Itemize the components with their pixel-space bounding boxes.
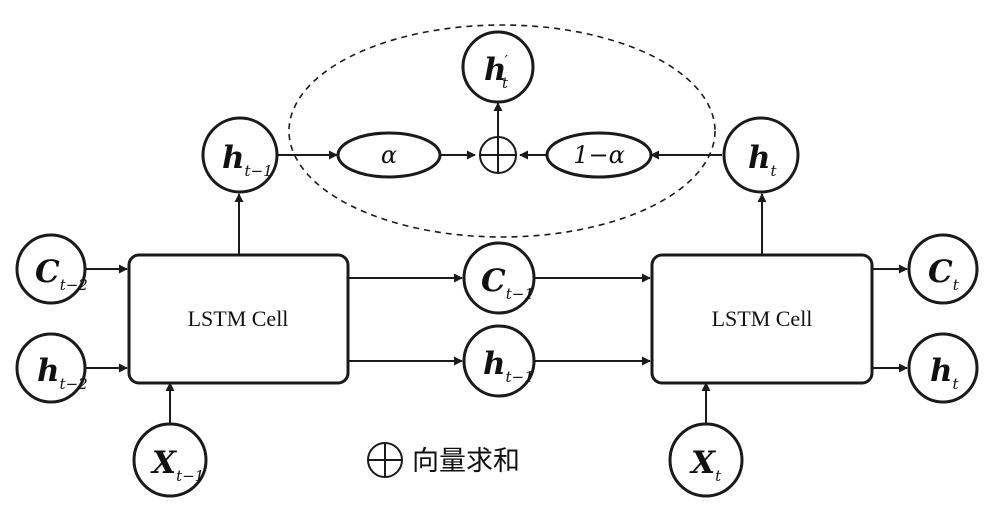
node-main: h <box>222 140 245 176</box>
weight-one-minus-alpha: 1−α <box>545 131 653 179</box>
node-sub: t−1 <box>506 368 534 386</box>
weight-alpha: α <box>336 131 442 179</box>
node-sub: t−1 <box>506 285 534 303</box>
node-main: h <box>748 140 771 176</box>
node-sub: t <box>953 375 960 393</box>
svg-text:ht: ht <box>748 140 778 180</box>
node-h-t-out: ht <box>907 332 979 404</box>
node-sub: t <box>953 276 960 294</box>
node-h-prime-t: h′ t <box>461 30 535 104</box>
svg-text:Ct−1: Ct−1 <box>481 263 534 303</box>
svg-text:h′t: h′ t <box>484 52 509 92</box>
legend-sum-icon <box>367 442 403 478</box>
node-x-t: Xt <box>668 422 744 498</box>
node-main: h <box>484 52 507 88</box>
node-main: h <box>37 353 60 389</box>
node-main: h <box>930 353 953 389</box>
lstm-cell-left: LSTM Cell <box>127 253 350 385</box>
node-sub: t−2 <box>60 375 88 393</box>
svg-text:Xt−1: Xt−1 <box>150 445 204 485</box>
node-main: X <box>150 445 178 481</box>
node-c-t-2: Ct−2 <box>15 233 88 305</box>
connections <box>86 102 908 424</box>
legend: 向量求和 <box>367 442 520 478</box>
node-main: C <box>35 254 60 290</box>
node-main: h <box>483 346 506 382</box>
svg-text:ht−1: ht−1 <box>483 346 534 386</box>
node-sub: t <box>771 162 778 180</box>
node-x-t-1: Xt−1 <box>132 422 208 498</box>
node-c-t-1: Ct−1 <box>462 241 536 315</box>
vector-sum-icon <box>479 136 517 174</box>
node-h-t-1-mid: ht−1 <box>462 324 536 398</box>
node-main: C <box>928 254 953 290</box>
node-sub: t−1 <box>245 162 273 180</box>
cell-label: LSTM Cell <box>188 306 289 331</box>
svg-text:ht−1: ht−1 <box>222 140 273 180</box>
legend-label: 向量求和 <box>412 446 520 477</box>
svg-text:ht−2: ht−2 <box>37 353 88 393</box>
node-c-t: Ct <box>907 233 979 305</box>
node-h-t-top: ht <box>722 116 800 194</box>
cell-label: LSTM Cell <box>712 306 813 331</box>
weight-one-minus-alpha-label: 1−α <box>573 141 625 169</box>
node-h-t-2: ht−2 <box>15 332 88 404</box>
node-main: C <box>481 263 506 299</box>
node-sub: t <box>715 467 722 485</box>
svg-text:Xt: Xt <box>689 445 722 485</box>
node-main: X <box>689 445 717 481</box>
svg-text:Ct−2: Ct−2 <box>35 254 88 294</box>
node-h-t-1-top: ht−1 <box>201 116 279 194</box>
node-sub: t−2 <box>60 276 88 294</box>
attention-group-outline <box>288 24 716 238</box>
node-sub: t <box>502 74 509 92</box>
node-sub: t−1 <box>176 467 204 485</box>
svg-text:Ct: Ct <box>928 254 960 294</box>
weight-alpha-label: α <box>381 141 397 169</box>
lstm-cell-right: LSTM Cell <box>650 253 874 385</box>
node-prime: ′ <box>505 52 509 70</box>
svg-text:ht: ht <box>930 353 960 393</box>
